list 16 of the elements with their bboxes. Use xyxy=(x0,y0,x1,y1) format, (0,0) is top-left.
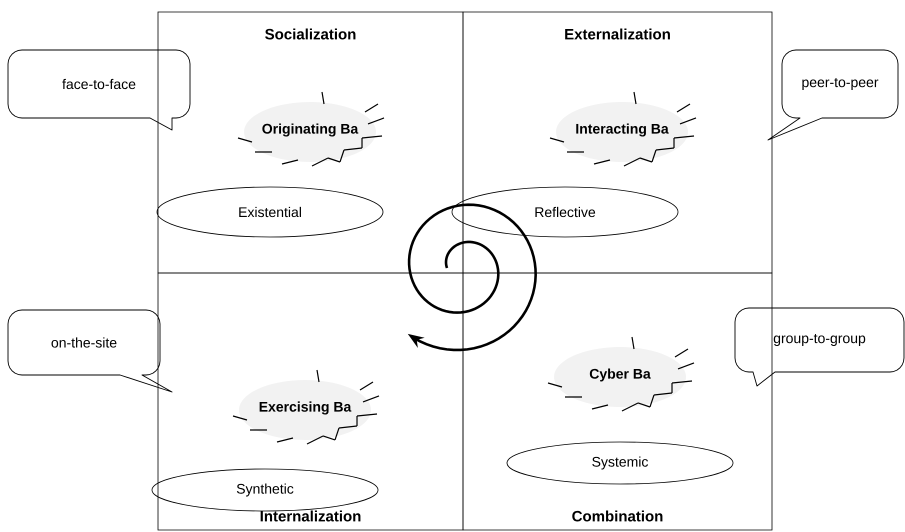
quadrant-heading: Externalization xyxy=(565,28,670,40)
quadrant-heading: Internalization xyxy=(260,510,360,522)
burst-drawing: Cyber Ba xyxy=(548,336,694,412)
ellipse-label: Reflective xyxy=(452,186,678,238)
quadrant-heading: Combination xyxy=(572,510,662,522)
speech-bubble: face-to-face xyxy=(8,50,190,130)
ellipse-label: Systemic xyxy=(506,442,734,484)
quadrant-heading: Socialization xyxy=(265,28,356,40)
speech-bubble: peer-to-peer xyxy=(768,50,898,140)
burst-drawing: Exercising Ba xyxy=(232,370,380,445)
speech-bubble: group-to-group xyxy=(734,308,904,386)
ellipse-label: Synthetic xyxy=(152,468,378,512)
burst-drawing: Originating Ba xyxy=(238,92,384,167)
ellipse-label: Existential xyxy=(156,186,384,238)
speech-bubble: on-the-site xyxy=(8,310,172,392)
burst-drawing: Interacting Ba xyxy=(550,92,696,167)
